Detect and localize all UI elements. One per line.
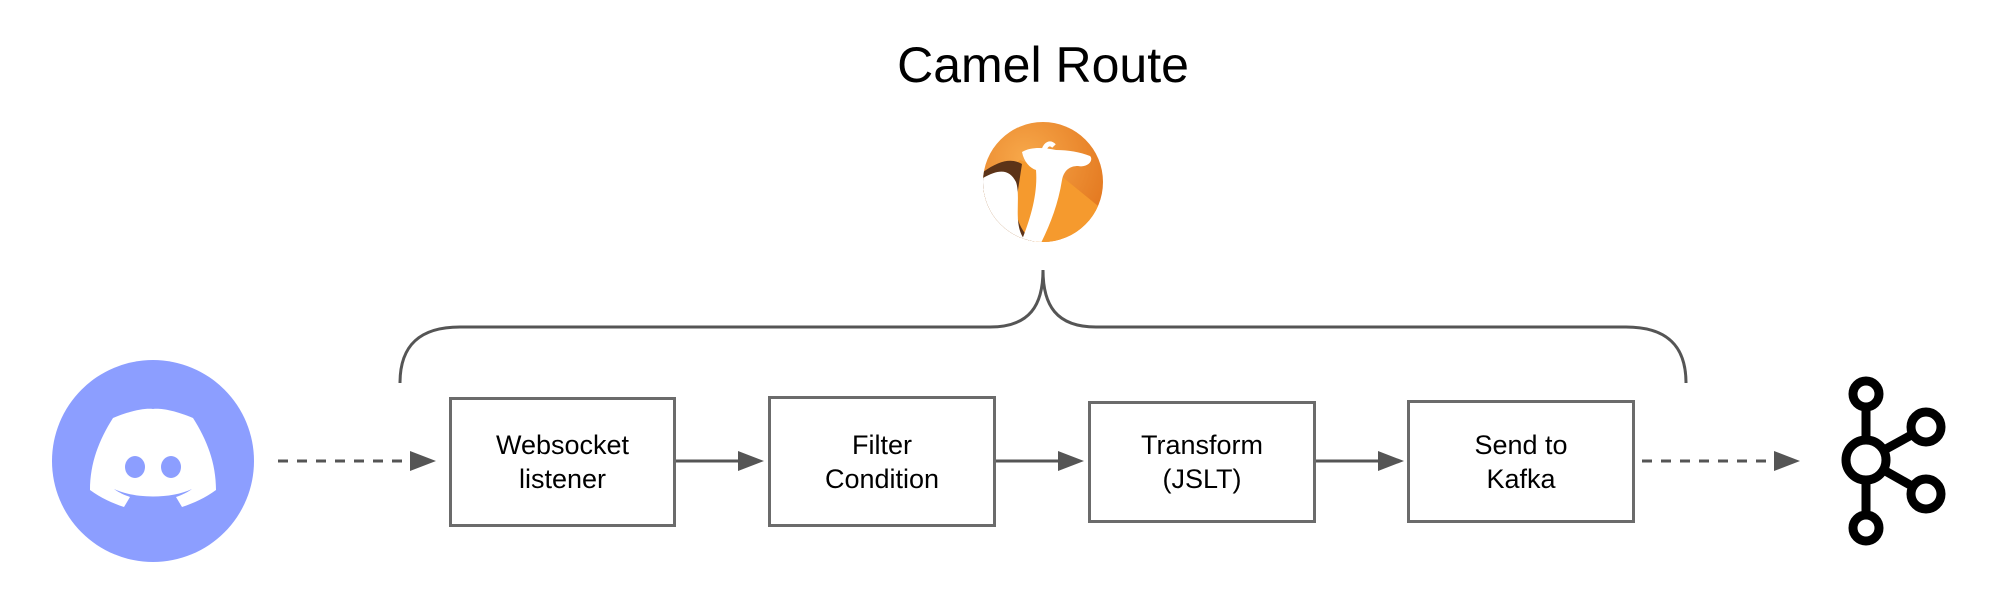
step-websocket-listener: Websocket listener [449, 397, 676, 527]
arrow-3-to-4 [1315, 451, 1404, 471]
kafka-logo-icon [1841, 376, 1946, 546]
discord-icon [52, 360, 254, 562]
step-transform-jslt: Transform (JSLT) [1088, 401, 1316, 523]
dashed-arrow-out [1642, 451, 1800, 471]
route-brace [398, 269, 1688, 384]
step-send-to-kafka: Send to Kafka [1407, 400, 1635, 523]
page-title: Camel Route [897, 37, 1189, 93]
camel-logo-icon [983, 122, 1103, 242]
dashed-arrow-in [278, 451, 436, 471]
arrow-2-to-3 [995, 451, 1084, 471]
arrow-1-to-2 [675, 451, 764, 471]
step-filter-condition: Filter Condition [768, 396, 996, 527]
